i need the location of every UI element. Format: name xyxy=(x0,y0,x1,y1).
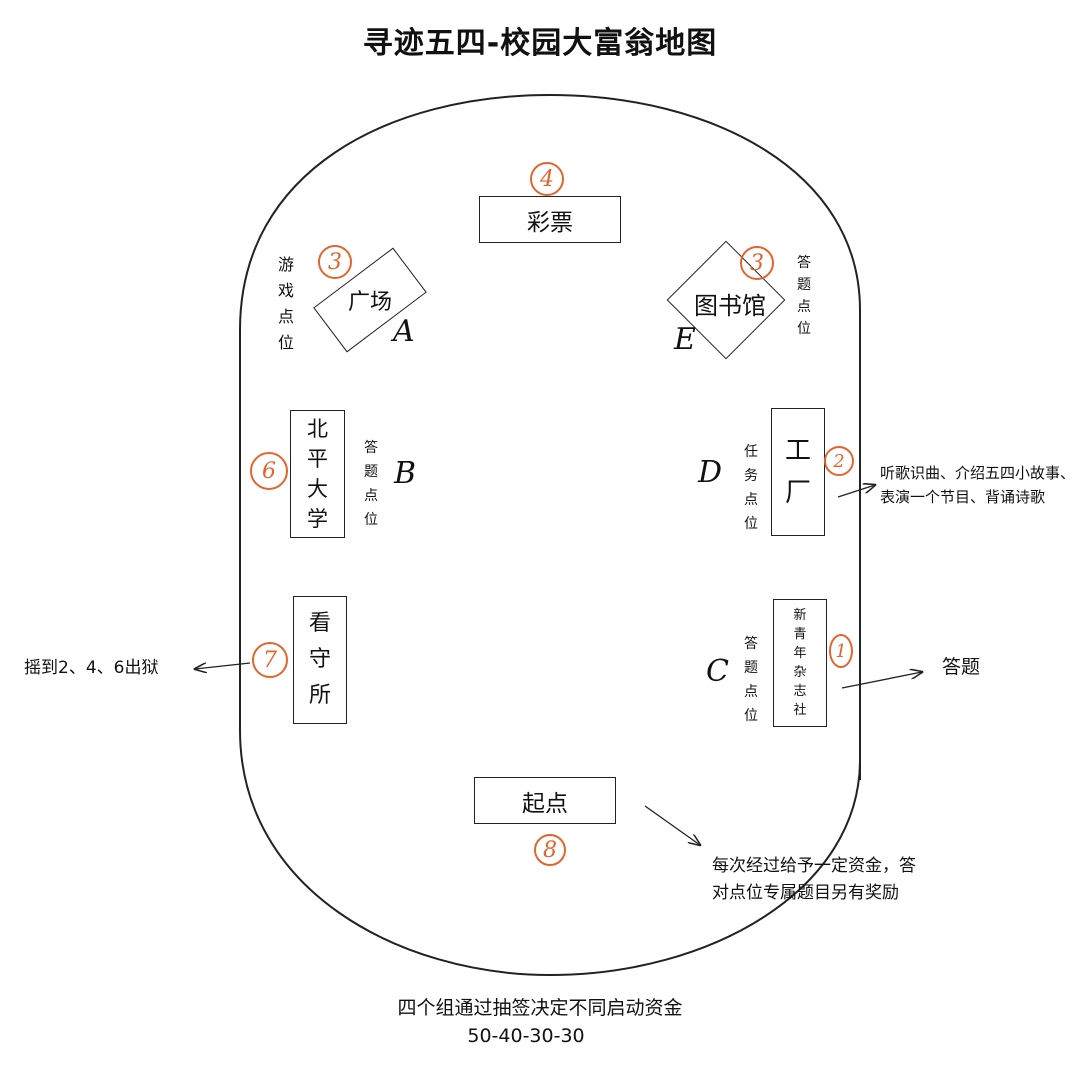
step-number-3-library: 3 xyxy=(740,246,774,280)
game-point-label: 游戏 点位 xyxy=(278,255,295,352)
station-peking-university[interactable]: 北平 大学 xyxy=(290,410,345,538)
station-library-label: 图书馆 xyxy=(694,292,766,320)
letter-c: C xyxy=(706,654,729,689)
station-start-label: 起点 xyxy=(522,790,568,817)
quiz-point-label-c: 答题 点位 xyxy=(744,636,758,724)
task-point-label: 任务 点位 xyxy=(744,444,758,532)
station-plaza-label: 广场 xyxy=(347,290,393,316)
magazine-quiz-note: 答题 xyxy=(942,656,981,678)
station-new-youth-magazine[interactable]: 新青 年杂 志社 xyxy=(773,599,827,727)
station-lottery[interactable]: 彩票 xyxy=(479,196,621,243)
factory-task-note: 听歌识曲、介绍五四小故事、 表演一个节目、背诵诗歌 xyxy=(880,464,1076,506)
arrow-start-note xyxy=(644,805,700,845)
quiz-point-label-b: 答题 点位 xyxy=(364,440,378,528)
step-number-6: 6 xyxy=(250,452,288,490)
station-start[interactable]: 起点 xyxy=(474,777,616,824)
step-number-4: 4 xyxy=(530,162,564,196)
arrow-magazine-note xyxy=(841,672,922,689)
quiz-point-label-e: 答题 点位 xyxy=(797,255,811,337)
station-lottery-label: 彩票 xyxy=(527,209,573,236)
track-top-arc xyxy=(239,93,861,331)
map-title: 寻迹五四-校园大富翁地图 xyxy=(362,26,718,61)
footer-line-1: 四个组通过抽签决定不同启动资金 xyxy=(397,997,683,1019)
arrow-factory-note xyxy=(837,485,875,498)
step-number-2: 2 xyxy=(824,446,854,476)
footer-line-2: 50-40-30-30 xyxy=(467,1025,585,1047)
step-number-8: 8 xyxy=(534,834,566,866)
letter-d: D xyxy=(698,455,723,490)
step-number-3-plaza: 3 xyxy=(318,245,352,279)
jail-release-note: 摇到2、4、6出狱 xyxy=(24,658,159,678)
arrow-jail-note xyxy=(195,662,251,669)
step-number-7: 7 xyxy=(252,642,288,678)
track-bottom-arc xyxy=(239,729,861,977)
station-detention[interactable]: 看守 所 xyxy=(293,596,347,724)
start-reward-note: 每次经过给予一定资金，答 对点位专属题目另有奖励 xyxy=(712,856,916,903)
station-factory[interactable]: 工厂 xyxy=(771,408,825,536)
letter-b: B xyxy=(394,456,417,491)
letter-e: E xyxy=(674,322,696,357)
letter-a: A xyxy=(393,314,415,349)
step-number-1: 1 xyxy=(829,634,853,668)
